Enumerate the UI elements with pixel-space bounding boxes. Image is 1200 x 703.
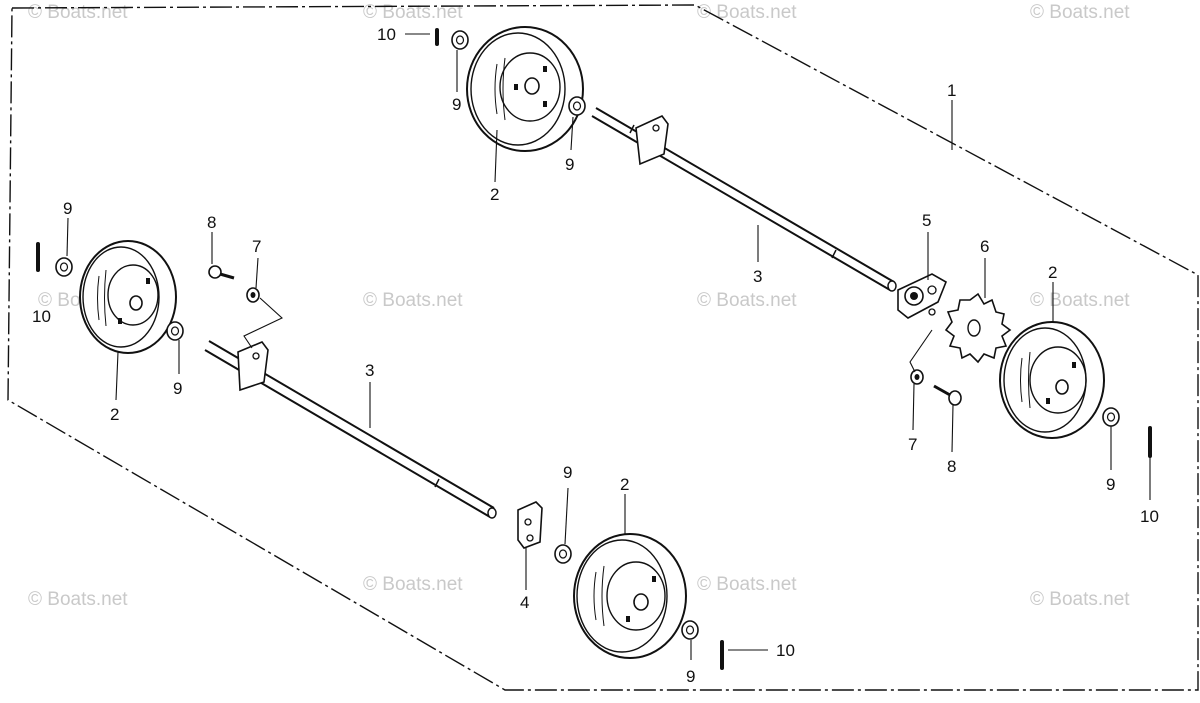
- watermark: © Boats.net: [697, 2, 797, 23]
- washer: [55, 257, 73, 277]
- leader-lines: [66, 33, 1151, 660]
- washer: [451, 30, 469, 50]
- bolt-8-left: [208, 265, 235, 280]
- callout-label: 10: [1140, 507, 1159, 526]
- callout-label: 10: [776, 641, 795, 660]
- bracket-5: [897, 273, 948, 319]
- callout-label: 2: [1048, 263, 1057, 282]
- watermark: © Boats.net: [28, 589, 128, 610]
- watermark: © Boats.net: [697, 574, 797, 595]
- watermark: © Boats.net: [1030, 2, 1130, 23]
- pin-group: [36, 28, 1152, 670]
- callout-label: 10: [32, 307, 51, 326]
- callout-label: 9: [63, 199, 72, 218]
- callout-layer: 10 9 9 2 1 3 9 8 7 10 2 9 3 5 6 2 7 8 9 …: [32, 25, 1159, 686]
- watermark: © Boats.net: [28, 2, 128, 23]
- bracket-lower-left: [237, 341, 269, 392]
- callout-label: 10: [377, 25, 396, 44]
- assembly-boundary: [7, 4, 1199, 691]
- callout-label: 9: [173, 379, 182, 398]
- callout-label: 8: [947, 457, 956, 476]
- callout-label: 8: [207, 213, 216, 232]
- washer-7-right: [910, 369, 924, 385]
- watermark: © Boats.net: [1030, 589, 1130, 610]
- watermark-layer: © Boats.net © Boats.net © Boats.net © Bo…: [28, 2, 1130, 610]
- washer: [166, 321, 184, 341]
- callout-label: 9: [686, 667, 695, 686]
- callout-label: 6: [980, 237, 989, 256]
- watermark: © Boats.net: [363, 2, 463, 23]
- callout-label: 9: [563, 463, 572, 482]
- wheel-top: [466, 26, 584, 152]
- callout-label: 9: [452, 95, 461, 114]
- callout-label: 2: [620, 475, 629, 494]
- bracket-upper-left: [635, 115, 669, 166]
- callout-label: 4: [520, 593, 529, 612]
- wheel-bottom: [573, 533, 687, 659]
- wheel-right: [999, 321, 1105, 439]
- callout-label: 7: [908, 435, 917, 454]
- callout-label: 5: [922, 211, 931, 230]
- callout-label: 3: [753, 267, 762, 286]
- watermark: © Boats.net: [363, 290, 463, 311]
- washer: [554, 544, 572, 564]
- washer: [681, 620, 699, 640]
- washer-7-left: [246, 287, 260, 303]
- washer: [1102, 407, 1120, 427]
- watermark: © Boats.net: [363, 574, 463, 595]
- wheel-left: [79, 240, 177, 354]
- callout-label: 7: [252, 237, 261, 256]
- callout-label: 3: [365, 361, 374, 380]
- watermark: © Boats.net: [697, 290, 797, 311]
- callout-label: 2: [110, 405, 119, 424]
- callout-label: 1: [947, 81, 956, 100]
- callout-label: 9: [1106, 475, 1115, 494]
- bolt-8-right: [933, 384, 962, 406]
- watermark: © Boats.net: [1030, 290, 1130, 311]
- callout-label: 9: [565, 155, 574, 174]
- callout-label: 2: [490, 185, 499, 204]
- bracket-plate-4: [517, 501, 543, 549]
- star-wheel-6: [944, 292, 1012, 364]
- washer: [568, 96, 586, 116]
